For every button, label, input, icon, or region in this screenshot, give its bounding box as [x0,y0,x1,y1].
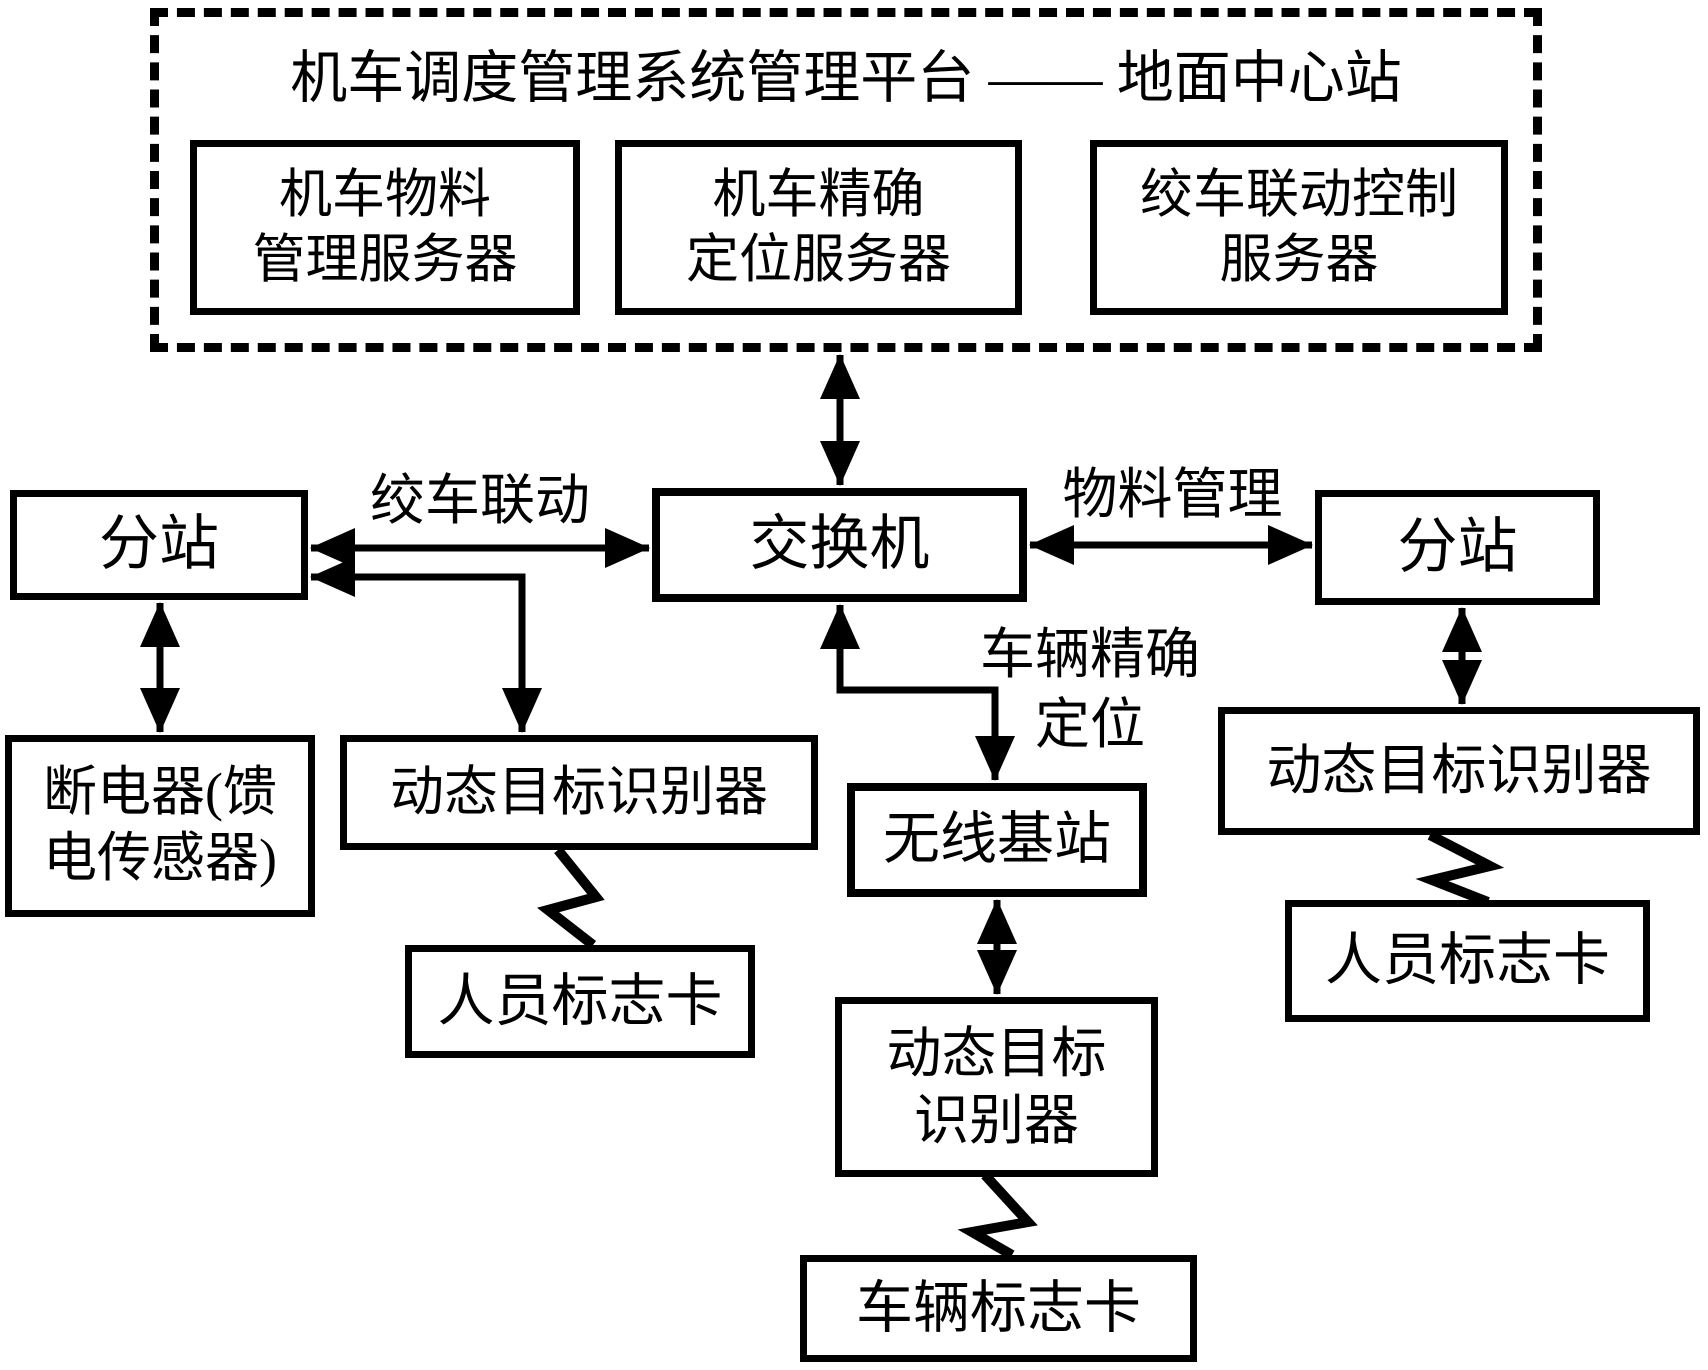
material-server-line1: 机车物料 [279,165,491,224]
identifier-left-label: 动态目标识别器 [390,761,768,822]
box-identifier-left: 动态目标识别器 [340,735,818,850]
identifier-center-line2: 识别器 [913,1090,1079,1151]
edge-label-winch-linkage: 绞车联动 [369,470,590,531]
switch-label: 交换机 [749,511,930,578]
card-vehicle-label: 车辆标志卡 [856,1276,1141,1340]
box-substation-left: 分站 [10,490,308,600]
identifier-right-label: 动态目标识别器 [1266,740,1652,802]
box-substation-right: 分站 [1315,490,1600,605]
breaker-line1: 断电器(馈 [43,762,277,823]
platform-title: 机车调度管理系统管理平台 —— 地面中心站 [290,47,1402,110]
edge-label-vehicle-positioning: 车辆精确 定位 [945,620,1235,761]
edge-substation-left-identifier-left [310,557,542,733]
bolt-identifier-left-card-left [537,846,605,949]
box-switch: 交换机 [652,488,1027,602]
box-identifier-center: 动态目标 识别器 [835,997,1158,1177]
box-card-person-left: 人员标志卡 [405,945,755,1058]
winch-control-server-line2: 服务器 [1219,230,1379,289]
box-base-station: 无线基站 [847,783,1147,897]
bolt-identifier-center-card-vehicle [957,1171,1038,1260]
edge-label-vehicle-positioning-line1: 车辆精确 [979,624,1200,685]
substation-right-label: 分站 [1397,513,1518,580]
material-server-line2: 管理服务器 [252,230,518,289]
edge-switch-base-station [820,604,1015,781]
bolt-identifier-right-card-right [1415,830,1505,907]
edge-label-material-management: 物料管理 [1062,464,1283,525]
card-person-left-label: 人员标志卡 [437,969,723,1033]
box-identifier-right: 动态目标识别器 [1218,707,1700,835]
base-station-label: 无线基站 [883,808,1111,872]
box-card-vehicle: 车辆标志卡 [800,1255,1197,1362]
identifier-center-line1: 动态目标 [886,1022,1107,1084]
box-winch-control-server: 绞车联动控制 服务器 [1090,140,1508,315]
substation-left-label: 分站 [99,511,219,578]
box-card-person-right: 人员标志卡 [1285,900,1650,1022]
card-person-right-label: 人员标志卡 [1325,929,1610,993]
box-positioning-server: 机车精确 定位服务器 [615,140,1022,315]
breaker-line2: 电传感器) [43,828,277,888]
box-breaker: 断电器(馈 电传感器) [5,735,315,917]
box-material-server: 机车物料 管理服务器 [190,140,580,315]
winch-control-server-line1: 绞车联动控制 [1140,165,1458,224]
edge-label-vehicle-positioning-line2: 定位 [1034,694,1145,756]
positioning-server-line2: 定位服务器 [686,230,951,289]
positioning-server-line1: 机车精确 [712,165,925,224]
